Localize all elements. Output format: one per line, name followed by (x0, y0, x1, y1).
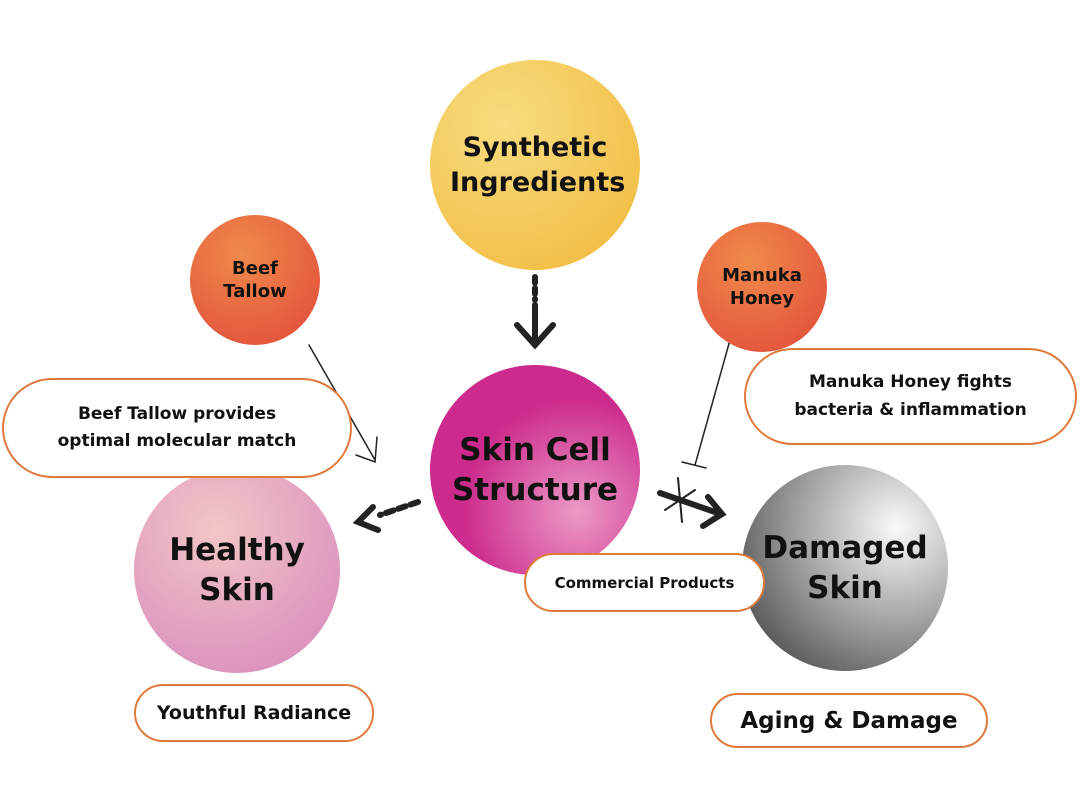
arrow-synthetic-to-skin (514, 274, 556, 350)
label-aging-damage: Aging & Damage (710, 693, 988, 748)
label-commercial-products: Commercial Products (524, 553, 765, 612)
node-beef-tallow: Beef Tallow (190, 215, 320, 345)
node-label: Synthetic Ingredients (450, 131, 626, 198)
label-text: Aging & Damage (740, 707, 958, 734)
node-label: Damaged Skin (762, 529, 928, 606)
node-damaged-skin: Damaged Skin (742, 465, 948, 671)
arrow-skin-to-healthy (352, 499, 421, 533)
note-text: Beef Tallow provides optimal molecular m… (57, 403, 297, 451)
label-youthful-radiance: Youthful Radiance (134, 684, 374, 742)
note-beef-tallow: Beef Tallow provides optimal molecular m… (2, 378, 352, 478)
node-synthetic-ingredients: Synthetic Ingredients (430, 60, 640, 270)
label-text: Youthful Radiance (156, 702, 352, 724)
node-label: Healthy Skin (169, 531, 305, 608)
node-skin-cell-structure: Skin Cell Structure (430, 365, 640, 575)
note-manuka-honey: Manuka Honey fights bacteria & inflammat… (744, 348, 1077, 445)
node-manuka-honey: Manuka Honey (697, 222, 827, 352)
label-text: Commercial Products (554, 573, 735, 592)
node-label: Beef Tallow (223, 257, 287, 302)
node-label: Skin Cell Structure (451, 431, 619, 508)
node-healthy-skin: Healthy Skin (134, 467, 340, 673)
note-text: Manuka Honey fights bacteria & inflammat… (794, 372, 1027, 420)
inhibit-manuka-to-damaged (681, 339, 731, 469)
blocked-arrow-skin-to-damaged (657, 477, 727, 529)
node-label: Manuka Honey (722, 264, 802, 309)
